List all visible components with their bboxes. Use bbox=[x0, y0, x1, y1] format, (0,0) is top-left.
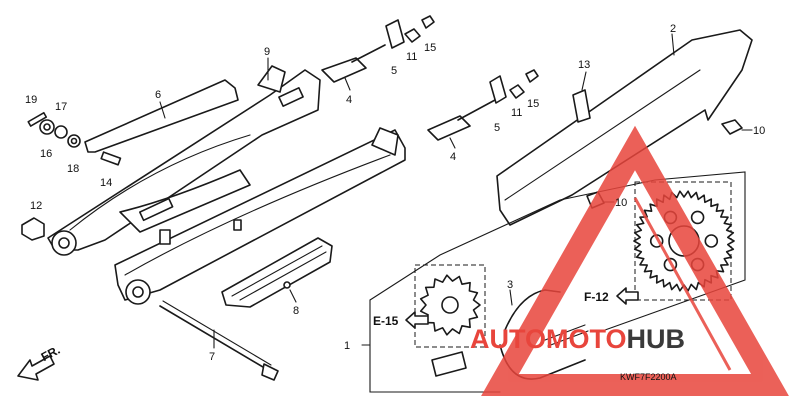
watermark-hub: HUB bbox=[627, 324, 686, 354]
watermark-moto: MOTO bbox=[546, 324, 627, 354]
callout-4a: 4 bbox=[346, 94, 352, 106]
callout-5a: 5 bbox=[391, 65, 397, 77]
fsprocket-hub bbox=[441, 296, 459, 314]
front-sprocket bbox=[419, 274, 481, 336]
spacer-plate bbox=[431, 351, 467, 377]
callout-8: 8 bbox=[293, 305, 299, 317]
rsprocket-hole bbox=[704, 234, 719, 248]
front-arrow bbox=[17, 355, 55, 381]
callout-7: 7 bbox=[209, 351, 215, 363]
chain-case bbox=[496, 29, 753, 226]
callout-13: 13 bbox=[578, 59, 590, 71]
ref-e15: E-15 bbox=[373, 314, 399, 328]
diagram-code: KWF7F2200A bbox=[620, 372, 677, 382]
callout-2: 2 bbox=[670, 23, 676, 35]
swingarm bbox=[47, 65, 406, 305]
callout-4b: 4 bbox=[450, 151, 456, 163]
callout-11b: 11 bbox=[511, 107, 522, 119]
callout-5b: 5 bbox=[494, 122, 500, 134]
torque-rod bbox=[84, 79, 239, 153]
callout-17: 17 bbox=[55, 101, 67, 113]
chain-adjusters bbox=[321, 15, 539, 141]
ref-f12: F-12 bbox=[584, 290, 609, 304]
callout-3: 3 bbox=[507, 279, 513, 291]
callout-14: 14 bbox=[100, 177, 112, 189]
callout-15a: 15 bbox=[424, 42, 436, 54]
pivot-bolt bbox=[159, 300, 279, 381]
ref-arrows bbox=[405, 287, 639, 329]
left-hardware bbox=[21, 111, 122, 241]
rsprocket-hole bbox=[690, 210, 705, 225]
callout-11a: 11 bbox=[406, 51, 417, 63]
callout-6: 6 bbox=[155, 89, 161, 101]
watermark-auto: AUTO bbox=[470, 324, 546, 354]
callout-1: 1 bbox=[344, 340, 350, 352]
callout-16: 16 bbox=[40, 148, 52, 160]
callout-19: 19 bbox=[25, 94, 37, 106]
watermark bbox=[481, 125, 789, 396]
callout-18: 18 bbox=[67, 163, 79, 175]
callout-12: 12 bbox=[30, 200, 42, 212]
callout-15b: 15 bbox=[527, 98, 539, 110]
callout-9: 9 bbox=[264, 46, 270, 58]
part-callouts: 1 2 3 4 4 5 5 6 7 8 9 10 10 11 11 12 13 … bbox=[25, 23, 765, 363]
watermark-text: AUTOMOTOHUB bbox=[470, 324, 685, 354]
callout-10b: 10 bbox=[615, 197, 627, 209]
chain-slider bbox=[221, 237, 333, 308]
callout-10a: 10 bbox=[753, 125, 765, 137]
